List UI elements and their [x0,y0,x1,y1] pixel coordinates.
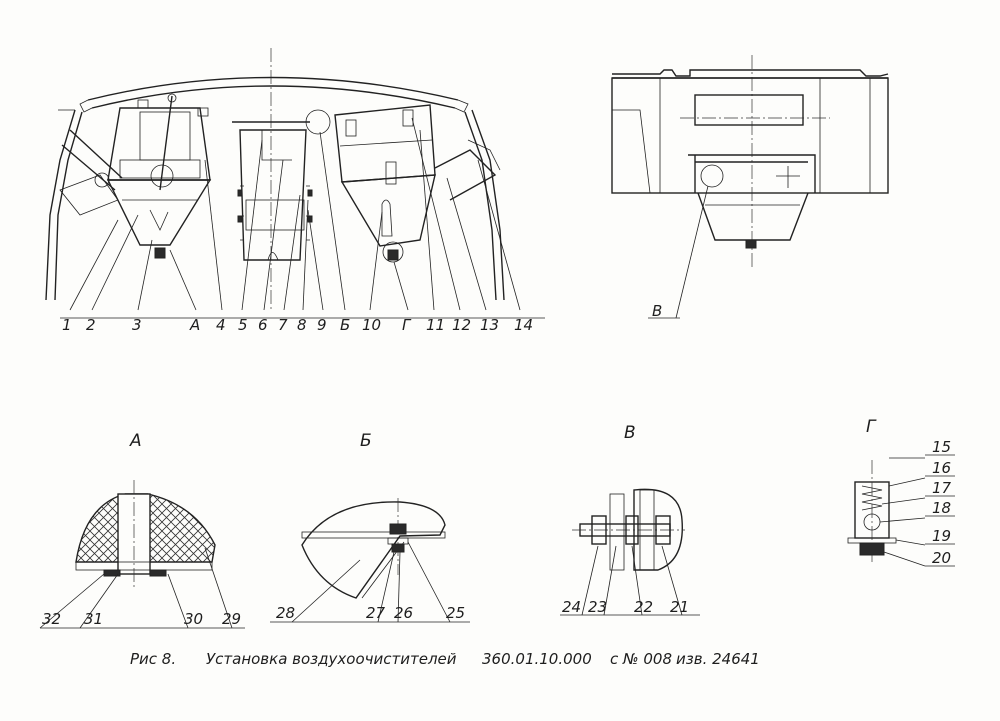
detail-v-marker [700,164,724,188]
callout-12: 12 [452,316,471,334]
callout-29: 29 [222,610,241,628]
callout-v: В [652,302,662,320]
caption-sheet: с № 008 [610,650,672,668]
caption-figure-number: Рис 8. [130,650,176,668]
callout-18: 18 [932,499,951,517]
detail-g-title: Г [866,417,877,437]
callout-30: 30 [184,610,203,628]
callout-a: А [189,316,200,334]
callout-14: 14 [514,316,533,334]
callout-9: 9 [317,316,327,334]
callout-23: 23 [588,598,607,616]
caption-doc-number: 360.01.10.000 [482,650,592,668]
detail-view-b: Б 28 27 26 25 [270,431,470,623]
callout-17: 17 [932,479,952,497]
callout-20: 20 [932,549,951,567]
callout-24: 24 [562,598,581,616]
callout-31: 31 [84,610,103,628]
detail-b-marker [305,109,331,135]
side-view: В [611,55,889,320]
callout-15: 15 [932,438,951,456]
caption-change-notice: изв. 24641 [676,650,760,668]
figure-caption: Рис 8. Установка воздухоочистителей 360.… [130,650,760,668]
detail-view-a: А 32 31 30 29 [39,431,245,629]
callout-8: 8 [297,316,307,334]
callout-g: Г [402,316,412,334]
callout-7: 7 [278,316,288,334]
callout-10: 10 [362,316,381,334]
callout-21: 21 [670,598,689,616]
callout-6: 6 [258,316,268,334]
callout-26: 26 [394,604,413,622]
callout-3: 3 [132,316,142,334]
callout-19: 19 [932,527,951,545]
callout-27: 27 [366,604,386,622]
callout-b: Б [340,316,350,334]
detail-view-v: В 24 23 22 21 [560,423,700,616]
callout-22: 22 [634,598,653,616]
detail-b-title: Б [360,431,372,451]
caption-title: Установка воздухоочистителей [206,650,457,668]
main-assembly-view: 1 2 3 А 4 5 6 7 8 9 Б 10 Г 11 12 13 14 [45,48,545,334]
callout-16: 16 [932,459,951,477]
detail-view-g: Г 15 16 17 18 19 20 [847,417,955,567]
detail-a-title: А [129,431,142,451]
callout-11: 11 [426,316,445,334]
callout-1: 1 [62,316,72,334]
callout-28: 28 [276,604,295,622]
callout-4: 4 [216,316,226,334]
callout-25: 25 [446,604,465,622]
detail-v-title: В [624,423,636,443]
callout-2: 2 [86,316,96,334]
callout-5: 5 [238,316,248,334]
detail-g-marker [382,241,404,263]
callout-13: 13 [480,316,499,334]
callout-32: 32 [42,610,61,628]
